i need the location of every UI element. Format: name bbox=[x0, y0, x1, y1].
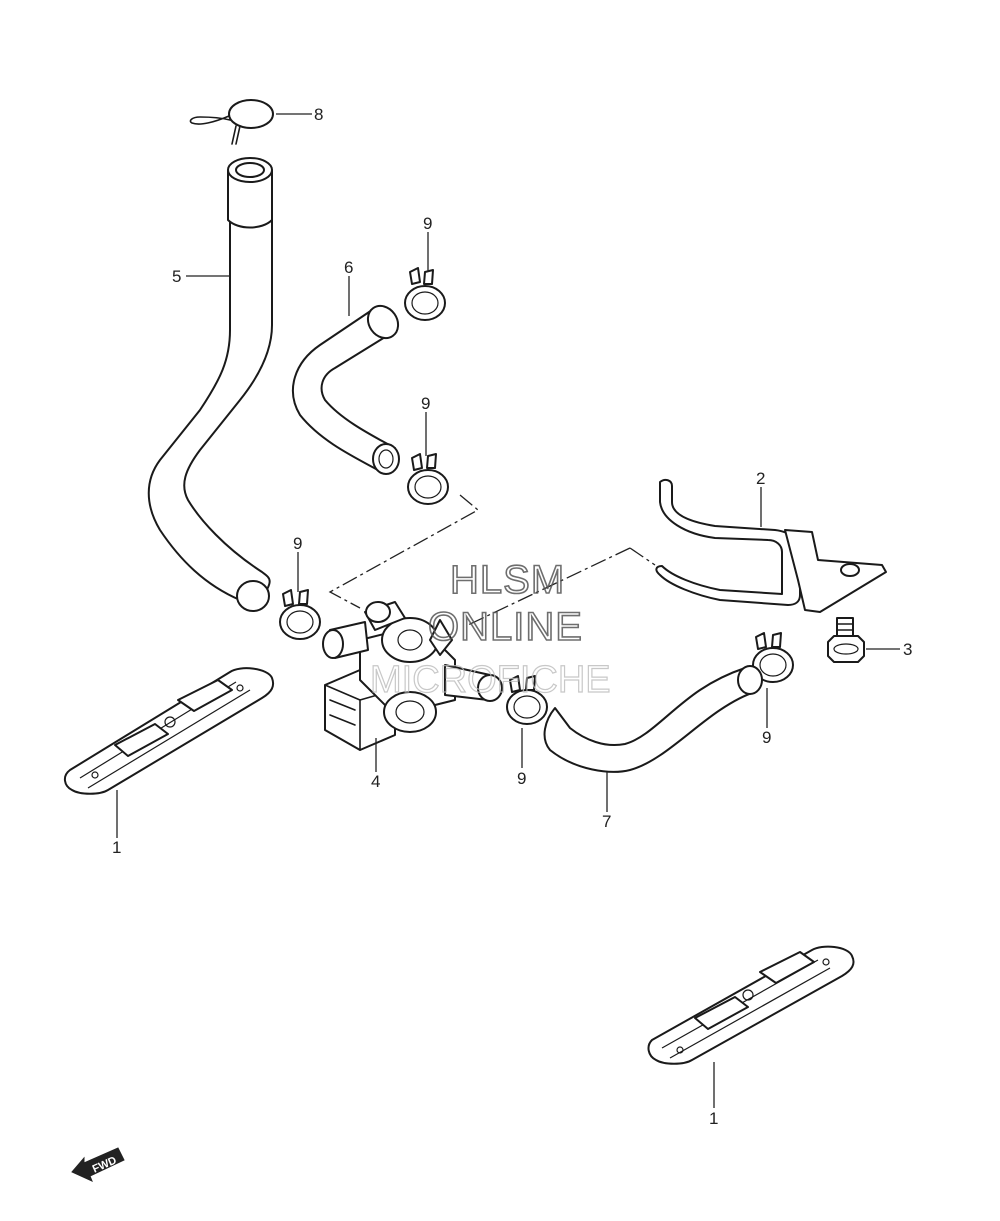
callout-9-left: 9 bbox=[293, 534, 302, 553]
callout-9-top: 9 bbox=[423, 214, 432, 233]
callout-9-mid: 9 bbox=[421, 394, 430, 413]
callout-9-right: 9 bbox=[762, 728, 771, 747]
callout-1-lower: 1 bbox=[709, 1109, 718, 1128]
part-6-hose bbox=[291, 304, 400, 475]
fwd-arrow-icon: FWD bbox=[71, 1147, 125, 1182]
part-9-clamp-right bbox=[752, 632, 794, 683]
leader-lines bbox=[116, 113, 900, 1108]
callout-9-valve: 9 bbox=[517, 769, 526, 788]
callout-3: 3 bbox=[903, 640, 912, 659]
part-3-bolt bbox=[827, 617, 865, 663]
callout-5: 5 bbox=[172, 267, 181, 286]
part-4-valve bbox=[322, 601, 503, 751]
callout-2: 2 bbox=[756, 469, 765, 488]
callout-8: 8 bbox=[314, 105, 323, 124]
part-8-cap bbox=[189, 99, 274, 145]
callout-6: 6 bbox=[344, 258, 353, 277]
callout-4: 4 bbox=[371, 772, 380, 791]
part-7-hose bbox=[543, 665, 763, 773]
connection-lines bbox=[328, 494, 656, 626]
part-2-bracket bbox=[655, 478, 887, 613]
watermark: HLSM ONLINE MICROFICHE bbox=[369, 557, 611, 701]
part-9-clamp-top bbox=[404, 267, 446, 321]
callout-1-upper: 1 bbox=[112, 838, 121, 857]
watermark-line-1: HLSM bbox=[450, 558, 565, 602]
part-5-hose bbox=[147, 157, 273, 612]
part-1-pad-upper bbox=[64, 667, 275, 795]
part-1-pad-lower bbox=[647, 945, 855, 1065]
fwd-label: FWD bbox=[91, 1154, 119, 1175]
part-9-clamp-mid bbox=[407, 453, 449, 505]
part-9-clamp-left bbox=[279, 589, 321, 640]
watermark-line-2: ONLINE bbox=[428, 605, 583, 649]
watermark-line-3: MICROFICHE bbox=[370, 659, 611, 701]
part-9-clamp-valve bbox=[506, 675, 548, 725]
callout-7: 7 bbox=[602, 812, 611, 831]
